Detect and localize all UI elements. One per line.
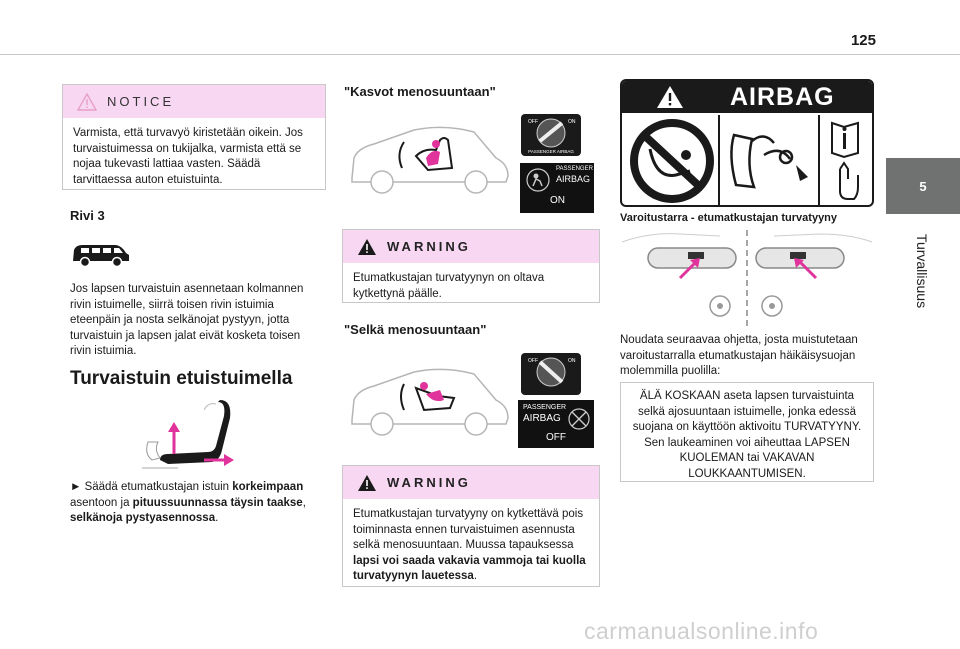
airbag-warning-label: AIRBAG — [620, 79, 874, 207]
forward-facing-heading: "Kasvot menosuuntaan" — [344, 84, 496, 99]
airbag-off-symbol-icon — [568, 408, 590, 430]
airbag-on-indicator: PASSENGER AIRBAG ON — [520, 163, 594, 213]
warning-box-airbag-on: WARNING Etumatkustajan turvatyynyn on ol… — [342, 229, 600, 303]
notice-box: NOTICE Varmista, että turvavyö kiristetä… — [62, 84, 326, 190]
svg-text:ON: ON — [568, 119, 576, 125]
rivi3-text: Jos lapsen turvaistuin asennetaan kolman… — [70, 283, 304, 357]
chapter-label: Turvallisuus — [914, 233, 930, 309]
label-divider — [818, 115, 820, 205]
airbag-banner: AIRBAG — [622, 81, 872, 113]
warning-title: WARNING — [387, 239, 471, 254]
notice-text: Varmista, että turvavyö kiristetään oike… — [73, 127, 303, 186]
warning-text: Etumatkustajan turvatyyny on kytkettävä … — [353, 508, 586, 582]
airbag-label-intro: Noudata seuraavaa ohjetta, josta muistut… — [620, 334, 858, 377]
svg-text:OFF: OFF — [528, 119, 538, 125]
svg-text:OFF: OFF — [528, 358, 538, 364]
seat-adjust-illustration — [142, 400, 234, 469]
chapter-tab[interactable]: 5 — [886, 158, 960, 214]
watermark: carmanualsonline.info — [584, 618, 819, 644]
airbag-label-warning-text: ÄLÄ KOSKAAN aseta lapsen turvaistuinta s… — [620, 382, 874, 482]
header-divider — [0, 54, 960, 55]
notice-header: NOTICE — [63, 85, 325, 118]
warning-box-airbag-off: WARNING Etumatkustajan turvatyyny on kyt… — [342, 465, 600, 587]
car-forward-facing-illustration — [351, 126, 509, 194]
airbag-off-indicator: PASSENGER AIRBAG OFF — [518, 400, 594, 448]
warning-triangle-icon — [358, 238, 376, 255]
notice-title: NOTICE — [107, 94, 175, 109]
svg-text:ON: ON — [568, 358, 576, 364]
airbag-passenger-icon — [526, 168, 550, 192]
warning-title: WARNING — [387, 475, 471, 490]
page-number: 125 — [850, 32, 876, 49]
label-divider — [718, 115, 720, 205]
minivan-icon — [73, 245, 129, 268]
no-rear-facing-seat-icon — [630, 119, 714, 203]
airbag-key-switch-off-icon[interactable]: OFF ON — [520, 352, 582, 396]
rear-facing-heading: "Selkä menosuuntaan" — [344, 322, 487, 337]
warning-header: WARNING — [343, 230, 599, 263]
airbag-deploy-icon — [730, 133, 808, 189]
svg-text:PASSENGER AIRBAG: PASSENGER AIRBAG — [528, 149, 574, 154]
airbag-key-switch-icon[interactable]: PASSENGER AIRBAG OFF ON — [520, 113, 582, 157]
warning-text: Etumatkustajan turvatyynyn on oltava kyt… — [353, 272, 545, 300]
front-seat-instruction: ► Säädä etumatkustajan istuin korkeimpaa… — [70, 481, 306, 524]
airbag-label-caption: Varoitustarra - etumatkustajan turvatyyn… — [620, 212, 838, 224]
sun-visor-label-location-illustration — [621, 230, 873, 326]
warning-triangle-icon — [358, 474, 376, 491]
warning-triangle-icon — [657, 86, 683, 108]
warning-triangle-icon — [77, 92, 97, 111]
warning-header: WARNING — [343, 466, 599, 499]
rivi3-heading: Rivi 3 — [70, 208, 105, 223]
car-rear-facing-illustration — [351, 368, 509, 436]
front-seat-heading: Turvaistuin etuistuimella — [70, 368, 293, 389]
manual-book-icon — [831, 121, 859, 200]
